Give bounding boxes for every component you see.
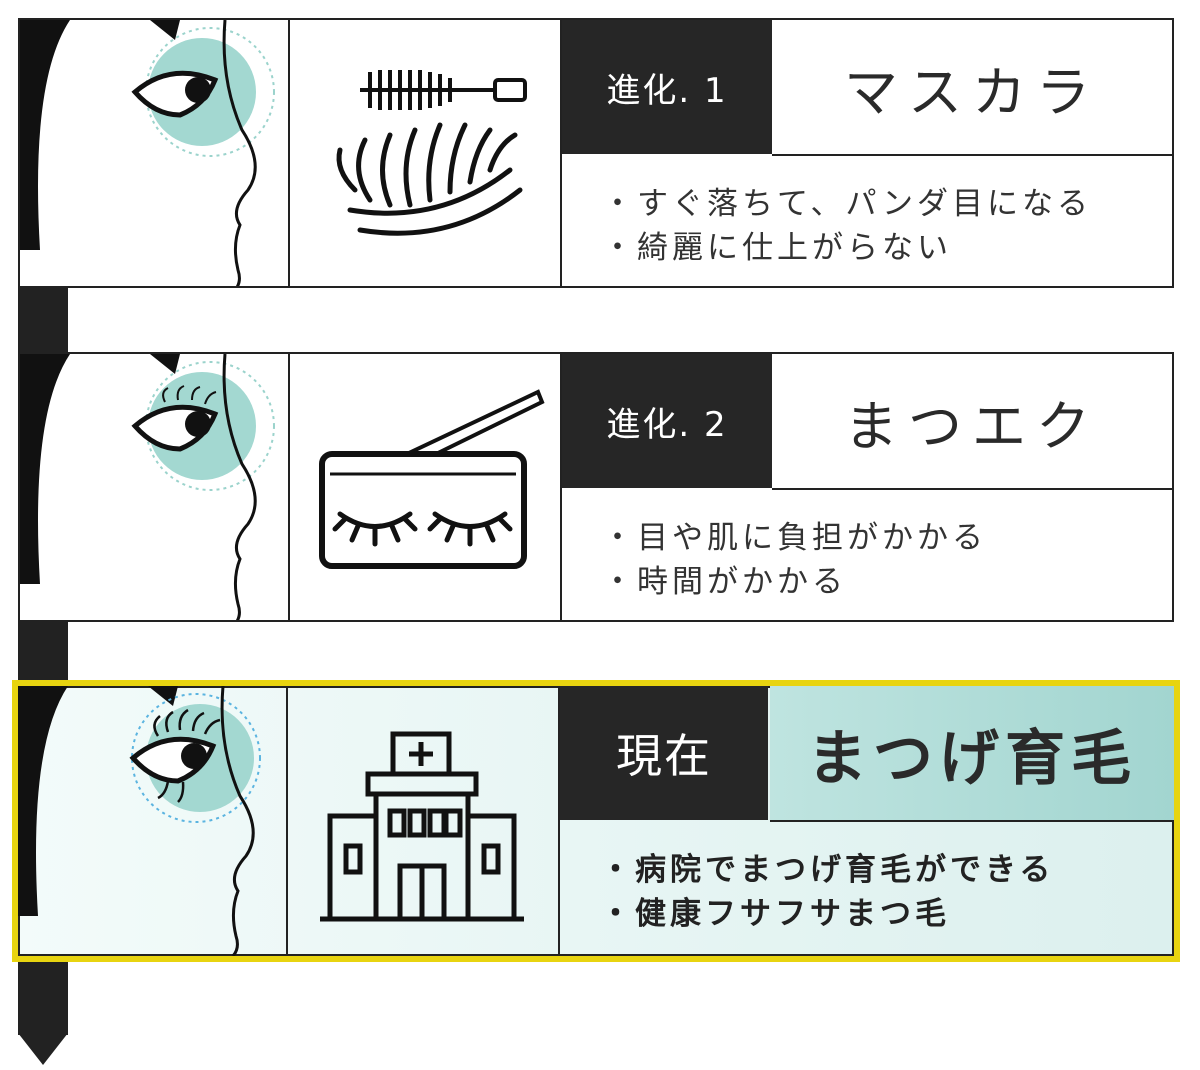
stage-card-current: 現在 まつげ育毛 ・病院でまつげ育毛ができる ・健康フサフサまつ毛 [12, 680, 1180, 962]
face-profile-icon [20, 354, 288, 620]
stage-tag: 進化. 1 [562, 20, 772, 154]
hospital-icon [288, 686, 558, 956]
stage-card-1: 進化. 1 マスカラ ・すぐ落ちて、パンダ目になる ・綺麗に仕上がらない [18, 18, 1174, 288]
face-profile-panel [20, 354, 290, 620]
stage-notes: ・目や肌に負担がかかる ・時間がかかる [562, 488, 1172, 620]
note-item: ・目や肌に負担がかかる [602, 516, 1172, 560]
note-item: ・病院でまつげ育毛ができる [600, 848, 1174, 892]
note-item: ・時間がかかる [602, 560, 1172, 604]
face-profile-icon [18, 686, 286, 956]
note-item: ・綺麗に仕上がらない [602, 226, 1172, 270]
stage-notes: ・病院でまつげ育毛ができる ・健康フサフサまつ毛 [560, 820, 1174, 956]
note-item: ・すぐ落ちて、パンダ目になる [602, 182, 1172, 226]
face-profile-panel [18, 686, 288, 956]
eyelash-extension-icon [290, 354, 560, 624]
stage-title: まつエク [772, 354, 1172, 490]
tool-illustration [290, 354, 562, 620]
face-profile-panel [20, 20, 290, 286]
stage-title: まつげ育毛 [770, 686, 1174, 822]
tool-illustration [288, 686, 560, 956]
stage-title: マスカラ [772, 20, 1172, 156]
face-profile-icon [20, 20, 288, 286]
stage-tag: 現在 [560, 686, 768, 820]
stage-tag: 進化. 2 [562, 354, 772, 488]
note-item: ・健康フサフサまつ毛 [600, 892, 1174, 936]
mascara-icon [290, 20, 560, 290]
tool-illustration [290, 20, 562, 286]
timeline-arrow-icon [18, 1033, 68, 1065]
stage-notes: ・すぐ落ちて、パンダ目になる ・綺麗に仕上がらない [562, 154, 1172, 286]
stage-card-2: 進化. 2 まつエク ・目や肌に負担がかかる ・時間がかかる [18, 352, 1174, 622]
